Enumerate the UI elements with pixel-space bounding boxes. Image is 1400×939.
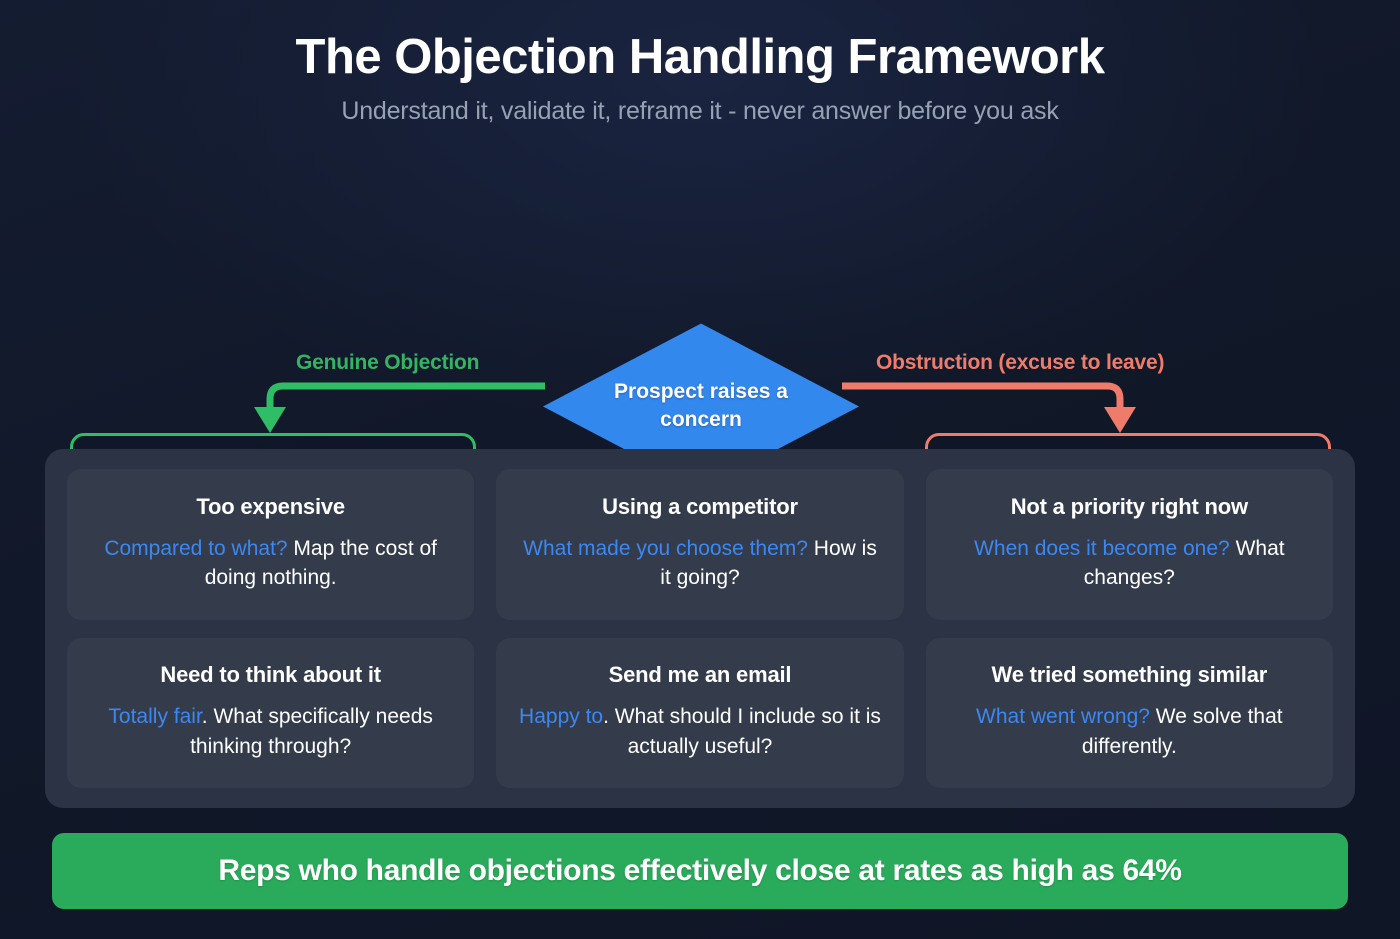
objection-card-body: What made you choose them? How is it goi… [516,534,883,593]
objection-card-body: What went wrong? We solve that different… [946,702,1313,761]
objection-card[interactable]: Too expensive Compared to what? Map the … [67,469,475,620]
objection-card-title: Using a competitor [602,493,798,519]
objection-card-body: Totally fair. What specifically needs th… [87,702,454,761]
objection-card[interactable]: Send me an email Happy to. What should I… [496,637,904,788]
objection-card-followup: What changes? [1083,536,1285,590]
objection-card-followup: Map the cost of doing nothing. [204,536,438,590]
stat-banner-text: Reps who handle objections effectively c… [218,854,1182,887]
objection-card-title: Need to think about it [160,662,381,688]
objection-card-body: Happy to. What should I include so it is… [516,702,883,761]
branch-label-genuine-objection: Genuine Objection [296,351,480,375]
decision-diamond-label: Prospect raises a concern [614,380,788,432]
objection-card[interactable]: Using a competitor What made you choose … [496,469,904,620]
objection-card-followup: We solve that differently. [1081,705,1283,758]
objection-card-body: When does it become one? What changes? [946,534,1313,593]
objection-card[interactable]: Not a priority right now When does it be… [925,469,1333,620]
objection-card-title: Too expensive [196,493,345,519]
objection-card-question: Totally fair [108,705,202,729]
objection-card-followup: . What should I include so it is actuall… [603,705,881,758]
branch-label-obstruction: Obstruction (excuse to leave) [876,351,1165,375]
objection-card-followup: . What specifically needs thinking throu… [190,705,433,758]
flow-diagram: Prospect raises a concern Genuine Object… [0,148,1400,588]
objection-card-title: We tried something similar [991,662,1268,688]
objection-card-body: Compared to what? Map the cost of doing … [87,534,454,593]
objection-card-panel: Too expensive Compared to what? Map the … [45,449,1355,808]
page-title: The Objection Handling Framework [295,30,1105,84]
objection-card[interactable]: We tried something similar What went wro… [925,637,1333,788]
objection-card-question: Happy to [519,705,604,729]
objection-card-title: Send me an email [608,662,792,688]
objection-card[interactable]: Need to think about it Totally fair. Wha… [67,637,475,788]
objection-card-question: What went wrong? [976,705,1150,729]
stat-banner: Reps who handle objections effectively c… [52,833,1348,909]
objection-card-question: What made you choose them? [523,536,808,560]
page-header: The Objection Handling Framework Underst… [0,0,1400,126]
objection-card-question: When does it become one? [974,536,1230,560]
objection-card-title: Not a priority right now [1010,493,1248,519]
page-subtitle: Understand it, validate it, reframe it -… [341,97,1059,126]
objection-card-question: Compared to what? [104,536,288,560]
objection-card-followup: How is it going? [660,536,877,590]
